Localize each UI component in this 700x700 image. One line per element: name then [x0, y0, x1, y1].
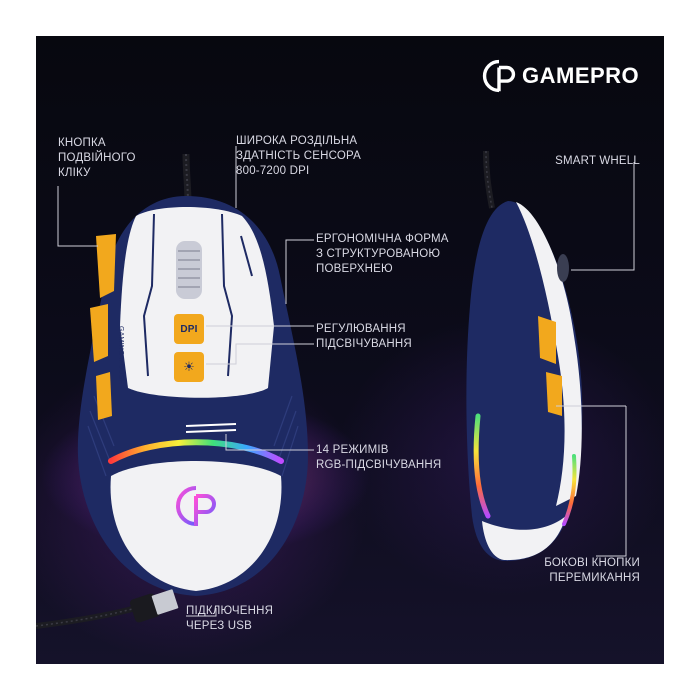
label-usb: ПІДКЛЮЧЕННЯ ЧЕРЕЗ USB [186, 605, 274, 632]
rgb-strip [108, 439, 284, 464]
label-side-buttons: БОКОВІ КНОПКИ ПЕРЕМИКАННЯ [544, 557, 640, 584]
mouse-illustration [36, 146, 635, 629]
light-icon: ☀ [183, 359, 195, 374]
leader-lines [57, 146, 635, 617]
side-scroll-wheel [557, 254, 569, 282]
dpi-button-shape [174, 314, 204, 344]
product-image: GAMEPRO DPI ☀ GAMING MOUSE КНОПКА ПОДВІЙ… [36, 36, 664, 664]
light-button-shape [174, 352, 204, 382]
gamepro-logo-icon [482, 59, 516, 93]
label-sensor: ШИРОКА РОЗДІЛЬНА ЗДАТНІСТЬ СЕНСОРА 800-7… [236, 135, 361, 177]
label-ergonomic: ЕРГОНОМІЧНА ФОРМА З СТРУКТУРОВАНОЮ ПОВЕР… [316, 233, 449, 275]
brand-name: GAMEPRO [522, 63, 640, 88]
double-click-button-shape [96, 234, 116, 298]
label-smart-wheel: SMART WHELL [555, 155, 640, 167]
label-backlight: РЕГУЛЮВАННЯ ПІДСВІЧУВАННЯ [316, 323, 412, 350]
side-button-shape [538, 316, 556, 364]
palm-logo-icon [176, 486, 216, 526]
label-double-click: КНОПКА ПОДВІЙНОГО КЛІКУ [58, 137, 136, 179]
label-rgb-modes: 14 РЕЖИМІВ RGB-ПІДСВІЧУВАННЯ [316, 444, 442, 471]
dpi-button-label: DPI [180, 324, 198, 335]
usb-plug [151, 589, 179, 615]
scroll-wheel [176, 241, 202, 299]
mouse-model-text: GAMING MOUSE [117, 326, 124, 385]
brand-logo: GAMEPRO [482, 58, 639, 94]
